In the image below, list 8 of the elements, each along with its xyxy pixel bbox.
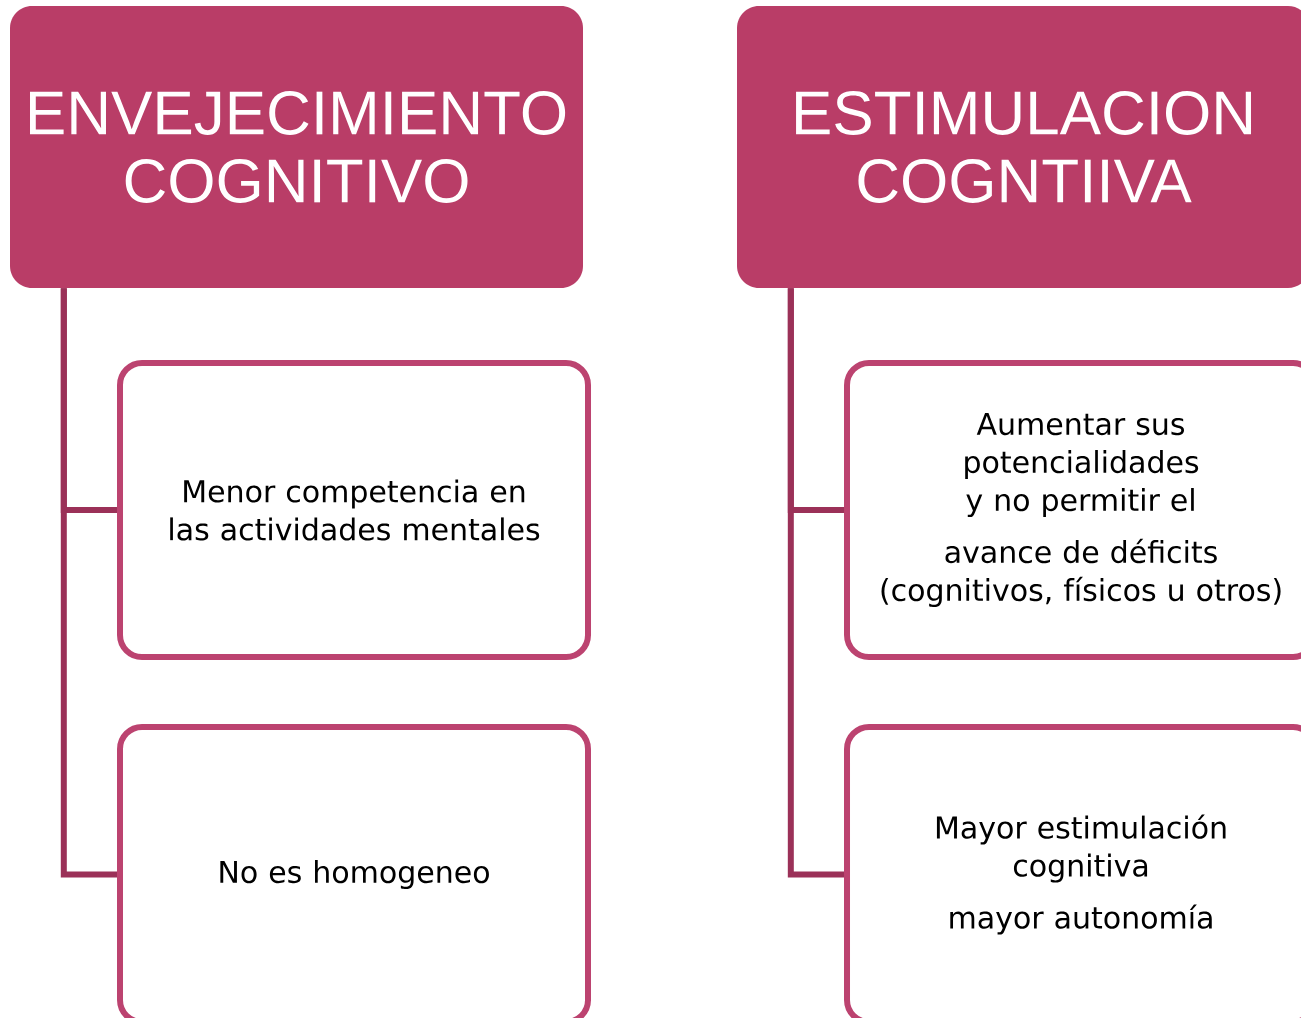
text-box: Menor competencia en las actividades mentales <box>117 360 591 660</box>
connector-line <box>787 288 844 878</box>
text-box: Mayor estimulación cognitiva mayor autonomía <box>844 724 1301 1018</box>
text-box: Aumentar sus potencialidades y no permitir el avance de déficits (cognitivos, físicos u otros) <box>844 360 1301 660</box>
connector-line <box>60 288 117 878</box>
heading-box: ESTIMULACION COGNTIIVA <box>737 6 1301 288</box>
text-box: No es homogeneo <box>117 724 591 1018</box>
heading-box: ENVEJECIMIENTO COGNITIVO <box>10 6 583 288</box>
